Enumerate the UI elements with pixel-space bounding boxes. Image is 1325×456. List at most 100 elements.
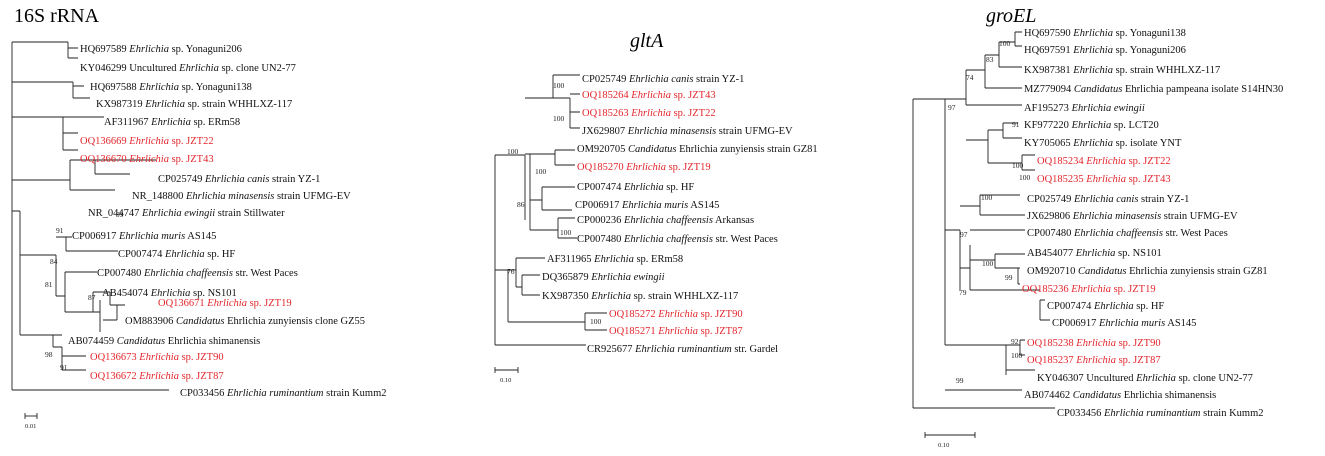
tree-leaf-label: OQ136669 Ehrlichia sp. JZT22 xyxy=(80,136,214,147)
scale-label-glta: 0.10 xyxy=(500,377,511,384)
tree-leaf-label: CP007474 Ehrlichia sp. HF xyxy=(118,249,235,260)
scale-label-groel: 0.10 xyxy=(938,442,949,449)
tree-leaf-label: OQ136670 Ehrlichia sp. JZT43 xyxy=(80,154,214,165)
tree-leaf-label: OQ185271 Ehrlichia sp. JZT87 xyxy=(609,326,743,337)
bootstrap-list-16s: 99 91 84 81 87 98 91 xyxy=(45,210,124,372)
bootstrap-value: 84 xyxy=(50,257,58,266)
tree-glta-branches xyxy=(494,74,607,346)
panel-groel: groEL HQ697590 Ehrlichia sp. Yonaguni138… xyxy=(912,5,1283,449)
tree-leaf-label: CP025749 Ehrlichia canis strain YZ-1 xyxy=(582,74,744,85)
tree-leaf-label: KY705065 Ehrlichia sp. isolate YNT xyxy=(1024,138,1182,149)
tree-leaf-label: DQ365879 Ehrlichia ewingii xyxy=(542,272,665,283)
tree-leaf-label: OQ185263 Ehrlichia sp. JZT22 xyxy=(582,108,716,119)
bootstrap-value: 97 xyxy=(960,230,968,239)
bootstrap-value: 100 xyxy=(590,317,602,326)
panel-title-groel: groEL xyxy=(986,5,1036,27)
tree-leaf-label: OM920705 Candidatus Ehrlichia zunyiensis… xyxy=(577,144,818,155)
leaf-list-glta: CP025749 Ehrlichia canis strain YZ-1OQ18… xyxy=(542,74,818,355)
tree-16s-branches xyxy=(11,41,169,391)
tree-leaf-label: OM883906 Candidatus Ehrlichia zunyiensis… xyxy=(125,316,365,327)
bootstrap-value: 100 xyxy=(535,167,547,176)
tree-leaf-label: NR_044747 Ehrlichia ewingii strain Still… xyxy=(88,208,285,219)
bootstrap-value: 100 xyxy=(553,81,565,90)
tree-leaf-label: AB074459 Candidatus Ehrlichia shimanensi… xyxy=(68,336,260,347)
tree-leaf-label: CP006917 Ehrlichia muris AS145 xyxy=(1052,318,1196,329)
bootstrap-value: 100 xyxy=(999,39,1011,48)
bootstrap-value: 87 xyxy=(88,293,96,302)
tree-leaf-label: CP006917 Ehrlichia muris AS145 xyxy=(575,200,719,211)
tree-leaf-label: OQ185234 Ehrlichia sp. JZT22 xyxy=(1037,156,1171,167)
bootstrap-value: 98 xyxy=(45,350,53,359)
bootstrap-value: 92 xyxy=(1011,337,1019,346)
bootstrap-list-glta: 100 100 100 100 86 100 76 100 xyxy=(507,81,602,326)
tree-leaf-label: AF311967 Ehrlichia sp. ERm58 xyxy=(104,117,240,128)
scale-label-16s: 0.01 xyxy=(25,423,36,430)
tree-leaf-label: MZ779094 Candidatus Ehrlichia pampeana i… xyxy=(1024,84,1283,95)
tree-groel-branches xyxy=(912,31,1055,409)
tree-leaf-label: OQ185238 Ehrlichia sp. JZT90 xyxy=(1027,338,1161,349)
bootstrap-value: 99 xyxy=(956,376,964,385)
tree-leaf-label: CP033456 Ehrlichia ruminantium strain Ku… xyxy=(180,388,387,399)
tree-leaf-label: NR_148800 Ehrlichia minasensis strain UF… xyxy=(132,191,351,202)
tree-leaf-label: AB454077 Ehrlichia sp. NS101 xyxy=(1027,248,1162,259)
tree-leaf-label: OQ185235 Ehrlichia sp. JZT43 xyxy=(1037,174,1171,185)
bootstrap-value: 91 xyxy=(60,363,68,372)
bootstrap-value: 76 xyxy=(507,267,515,276)
tree-leaf-label: KX987350 Ehrlichia sp. strain WHHLXZ-117 xyxy=(542,291,738,302)
bootstrap-value: 99 xyxy=(116,210,124,219)
bootstrap-value: 81 xyxy=(45,280,53,289)
bootstrap-value: 86 xyxy=(517,200,525,209)
tree-leaf-label: CP025749 Ehrlichia canis strain YZ-1 xyxy=(158,174,320,185)
tree-leaf-label: OQ185270 Ehrlichia sp. JZT19 xyxy=(577,162,711,173)
bootstrap-value: 100 xyxy=(1012,161,1024,170)
tree-leaf-label: CP025749 Ehrlichia canis strain YZ-1 xyxy=(1027,194,1189,205)
bootstrap-value: 100 xyxy=(1019,173,1031,182)
tree-leaf-label: HQ697588 Ehrlichia sp. Yonaguni138 xyxy=(90,82,252,93)
tree-leaf-label: CP033456 Ehrlichia ruminantium strain Ku… xyxy=(1057,408,1264,419)
tree-leaf-label: CR925677 Ehrlichia ruminantium str. Gard… xyxy=(587,344,778,355)
tree-leaf-label: JX629806 Ehrlichia minasensis strain UFM… xyxy=(1027,211,1238,222)
bootstrap-value: 79 xyxy=(959,288,967,297)
tree-leaf-label: HQ697591 Ehrlichia sp. Yonaguni206 xyxy=(1024,45,1186,56)
bootstrap-value: 91 xyxy=(56,226,64,235)
tree-leaf-label: OQ185272 Ehrlichia sp. JZT90 xyxy=(609,309,743,320)
leaf-list-groel: HQ697590 Ehrlichia sp. Yonaguni138HQ6975… xyxy=(1022,28,1283,419)
tree-leaf-label: CP007474 Ehrlichia sp. HF xyxy=(1047,301,1164,312)
leaf-list-16s: HQ697589 Ehrlichia sp. Yonaguni206KY0462… xyxy=(68,44,387,399)
tree-leaf-label: CP007480 Ehrlichia chaffeensis str. West… xyxy=(577,234,778,245)
bootstrap-value: 100 xyxy=(560,228,572,237)
tree-leaf-label: AB454074 Ehrlichia sp. NS101 xyxy=(102,288,237,299)
bootstrap-value: 100 xyxy=(553,114,565,123)
tree-leaf-label: CP007480 Ehrlichia chaffeensis str. West… xyxy=(1027,228,1228,239)
bootstrap-value: 83 xyxy=(986,55,994,64)
tree-leaf-label: KY046307 Uncultured Ehrlichia sp. clone … xyxy=(1037,373,1253,384)
panel-16s-rrna: 16S rRNA HQ697589 Ehrlichia sp. Yonaguni… xyxy=(11,5,387,430)
tree-leaf-label: JX629807 Ehrlichia minasensis strain UFM… xyxy=(582,126,793,137)
tree-leaf-label: KX987319 Ehrlichia sp. strain WHHLXZ-117 xyxy=(96,99,292,110)
bootstrap-value: 100 xyxy=(1011,351,1023,360)
tree-leaf-label: OM920710 Candidatus Ehrlichia zunyiensis… xyxy=(1027,266,1268,277)
tree-leaf-label: OQ185264 Ehrlichia sp. JZT43 xyxy=(582,90,716,101)
bootstrap-value: 100 xyxy=(982,259,994,268)
panel-title-glta: gltA xyxy=(630,30,664,52)
tree-leaf-label: HQ697590 Ehrlichia sp. Yonaguni138 xyxy=(1024,28,1186,39)
tree-leaf-label: OQ136673 Ehrlichia sp. JZT90 xyxy=(90,352,224,363)
tree-leaf-label: OQ185236 Ehrlichia sp. JZT19 xyxy=(1022,284,1156,295)
bootstrap-value: 97 xyxy=(948,103,956,112)
tree-leaf-label: CP000236 Ehrlichia chaffeensis Arkansas xyxy=(577,215,754,226)
panel-title-16s: 16S rRNA xyxy=(14,5,100,27)
tree-leaf-label: AB074462 Candidatus Ehrlichia shimanensi… xyxy=(1024,390,1216,401)
tree-leaf-label: CP007480 Ehrlichia chaffeensis str. West… xyxy=(97,268,298,279)
tree-leaf-label: OQ185237 Ehrlichia sp. JZT87 xyxy=(1027,355,1161,366)
tree-leaf-label: CP006917 Ehrlichia muris AS145 xyxy=(72,231,216,242)
tree-leaf-label: HQ697589 Ehrlichia sp. Yonaguni206 xyxy=(80,44,242,55)
bootstrap-value: 74 xyxy=(966,73,974,82)
bootstrap-value: 100 xyxy=(507,147,519,156)
tree-leaf-label: AF195273 Ehrlichia ewingii xyxy=(1024,103,1145,114)
tree-leaf-label: OQ136671 Ehrlichia sp. JZT19 xyxy=(158,298,292,309)
bootstrap-value: 99 xyxy=(1005,273,1013,282)
tree-leaf-label: KF977220 Ehrlichia sp. LCT20 xyxy=(1024,120,1159,131)
tree-leaf-label: CP007474 Ehrlichia sp. HF xyxy=(577,182,694,193)
